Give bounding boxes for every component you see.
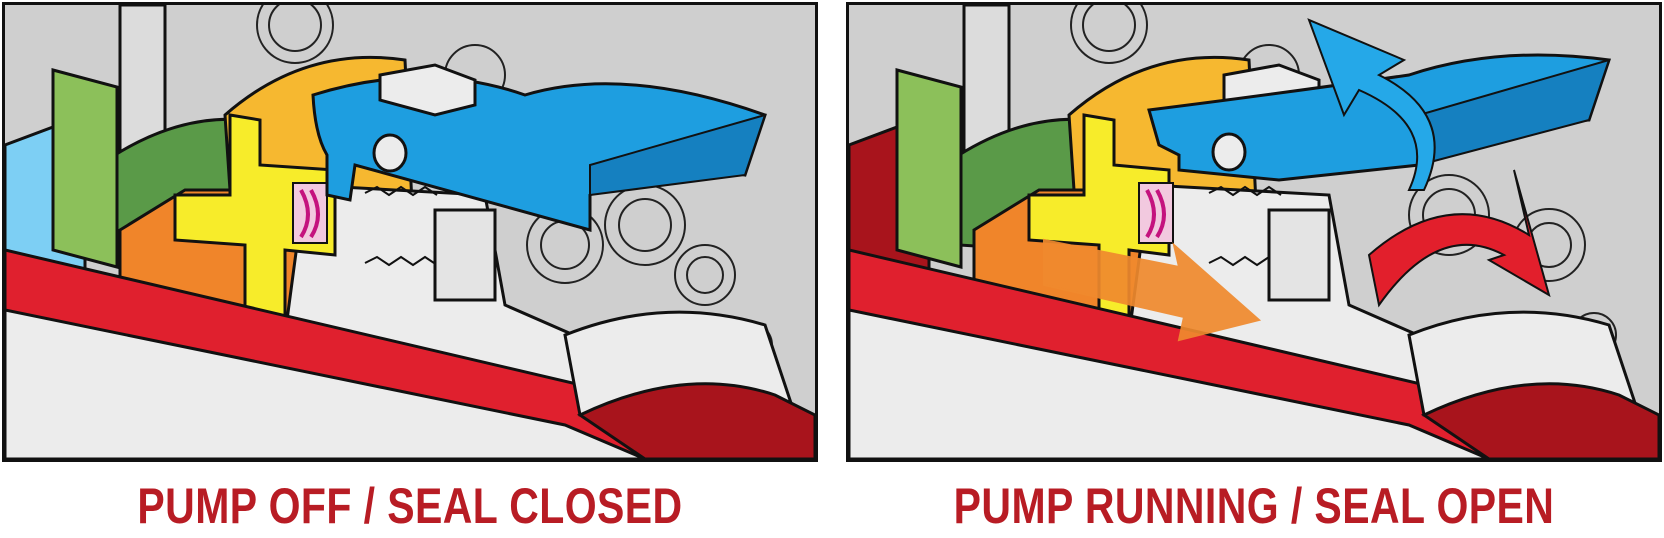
spring-coil	[1145, 189, 1166, 239]
shaft-nut	[1267, 208, 1331, 302]
thread-top	[364, 185, 438, 197]
thread-bottom	[364, 255, 438, 267]
shaft-nut	[433, 208, 497, 302]
thread-top	[1208, 185, 1282, 197]
white-base	[5, 308, 646, 459]
pump-running-caption: PUMP RUNNING / SEAL OPEN	[953, 478, 1555, 534]
pump-off-caption: PUMP OFF / SEAL CLOSED	[137, 478, 683, 534]
red-arrow-icon	[1367, 169, 1551, 308]
spring-coil	[299, 189, 320, 239]
orange-arrow-icon	[1043, 238, 1262, 342]
pump-off-panel	[2, 2, 818, 462]
blue-arrow-icon	[1307, 18, 1436, 191]
green-plate	[895, 68, 963, 269]
dark-red-curve	[576, 382, 815, 459]
dark-red-curve	[1420, 382, 1659, 459]
lever-pivot-hole	[372, 133, 408, 173]
pump-running-panel	[846, 2, 1662, 462]
top-block	[378, 63, 477, 117]
seal-open-illustration	[849, 5, 1659, 459]
blue-lever-side	[589, 113, 767, 197]
seal-closed-illustration	[5, 5, 815, 459]
green-plate	[51, 68, 119, 269]
lever-pivot-hole	[1211, 132, 1247, 172]
white-base	[849, 308, 1490, 459]
